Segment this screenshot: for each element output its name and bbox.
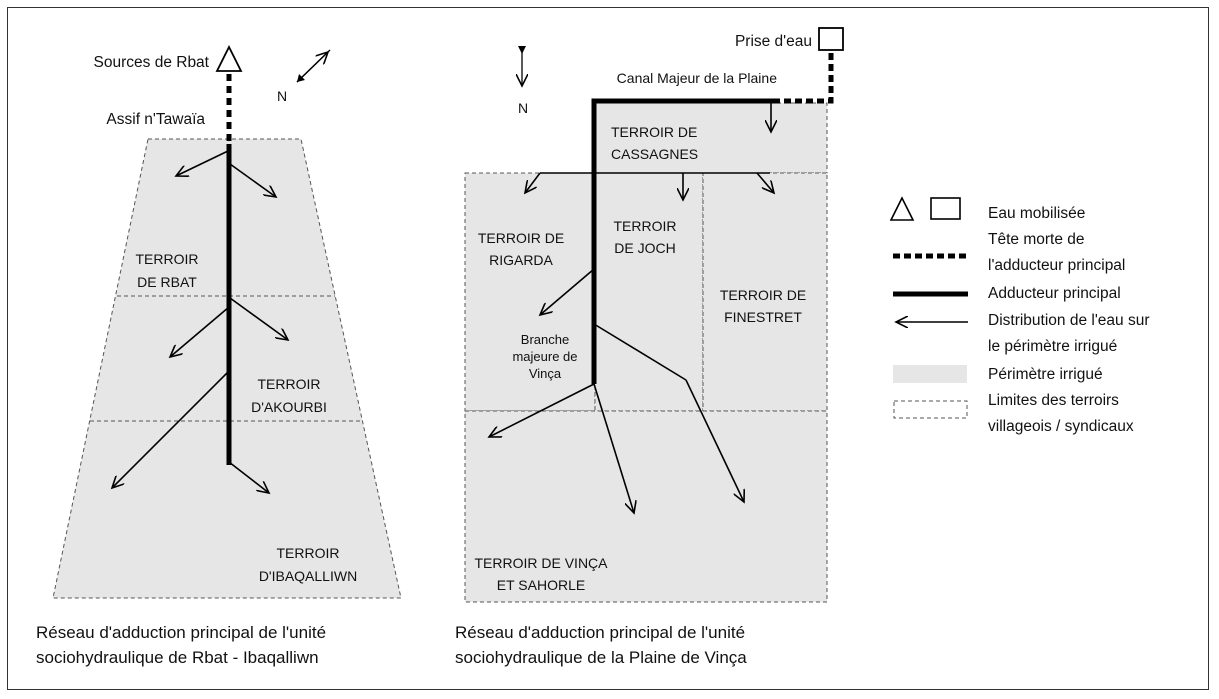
branch-label-line3: Vinça xyxy=(529,366,562,381)
right-caption-line2: sociohydraulique de la Plaine de Vinça xyxy=(455,648,747,667)
right-map: Prise d'eau Canal Majeur de la Plaine N … xyxy=(455,27,844,667)
dashed-box-icon xyxy=(893,400,968,419)
legend-label: Adducteur principal xyxy=(988,285,1121,302)
legend-item-water: Eau mobilisée xyxy=(889,196,1085,222)
terroir-vinca-line2: ET SAHORLE xyxy=(497,577,585,593)
legend-item-irrigated: Périmètre irrigué xyxy=(893,365,1103,383)
distribution-arrows xyxy=(112,150,288,493)
source-triangle-icon xyxy=(215,44,243,72)
legend-label: le périmètre irrigué xyxy=(988,338,1117,355)
legend-label: Eau mobilisée xyxy=(988,205,1085,222)
source-label: Sources de Rbat xyxy=(94,54,210,71)
terroir-rigarda xyxy=(464,172,596,412)
intake-square-icon xyxy=(818,27,844,51)
terroir-cassagnes-line2: CASSAGNES xyxy=(611,146,698,162)
terroir-vinca-sahorle xyxy=(464,410,828,603)
north-arrow-icon xyxy=(296,49,331,83)
distribution-arrows xyxy=(489,102,774,513)
terroir-joch-line1: TERROIR xyxy=(614,218,677,234)
terroir-cassagnes-line1: TERROIR DE xyxy=(611,124,697,140)
terroir-ibaqalliwn-line2: D'IBAQALLIWN xyxy=(259,568,357,584)
legend-item-head-race: Tête morte de l'adducteur principal xyxy=(893,231,1125,274)
legend-label: Distribution de l'eau sur xyxy=(988,312,1150,329)
terroir-rbat-line2: DE RBAT xyxy=(137,274,197,290)
terroir-finestret-line2: FINESTRET xyxy=(724,309,802,325)
legend: Eau mobilisée Tête morte de l'adducteur … xyxy=(889,196,1150,435)
triangle-icon xyxy=(889,196,915,221)
terroir-joch-line2: DE JOCH xyxy=(614,240,675,256)
river-label: Assif n'Tawaïa xyxy=(106,111,205,128)
north-label: N xyxy=(518,100,528,116)
legend-label: villageois / syndicaux xyxy=(988,418,1134,435)
terroir-ibaqalliwn-line1: TERROIR xyxy=(277,545,340,561)
canal-label: Canal Majeur de la Plaine xyxy=(617,70,778,86)
terroir-joch xyxy=(594,172,704,412)
legend-item-main: Adducteur principal xyxy=(893,285,1121,302)
terroir-vinca-line1: TERROIR DE VINÇA xyxy=(474,555,608,571)
legend-label: Périmètre irrigué xyxy=(988,366,1103,383)
legend-item-distribution: Distribution de l'eau sur le périmètre i… xyxy=(896,312,1150,355)
branch-label-line1: Branche xyxy=(521,332,569,347)
north-arrow-icon xyxy=(518,46,526,86)
terroir-akourbi-line1: TERROIR xyxy=(258,376,321,392)
left-map: Sources de Rbat Assif n'Tawaïa N TERROIR… xyxy=(36,44,402,667)
square-icon xyxy=(930,197,961,220)
head-race-dashed xyxy=(780,53,834,104)
branch-label-line2: majeure de xyxy=(512,349,577,364)
terroir-rbat-line1: TERROIR xyxy=(136,251,199,267)
legend-label: Tête morte de xyxy=(988,231,1085,248)
left-caption-line1: Réseau d'adduction principal de l'unité xyxy=(36,623,326,642)
north-label: N xyxy=(277,88,287,104)
terroir-cassagnes xyxy=(594,102,828,174)
terroir-finestret-line1: TERROIR DE xyxy=(720,287,806,303)
legend-label: l'adducteur principal xyxy=(988,257,1125,274)
terroir-rigarda-line2: RIGARDA xyxy=(489,252,553,268)
terroir-akourbi-line2: D'AKOURBI xyxy=(251,399,327,415)
terroir-rigarda-line1: TERROIR DE xyxy=(478,230,564,246)
grey-box-icon xyxy=(893,365,967,383)
legend-label: Limites des terroirs xyxy=(988,392,1119,409)
left-caption-line2: sociohydraulique de Rbat - Ibaqalliwn xyxy=(36,648,319,667)
legend-item-boundaries: Limites des terroirs villageois / syndic… xyxy=(893,392,1134,435)
intake-label: Prise d'eau xyxy=(735,33,812,50)
right-caption-line1: Réseau d'adduction principal de l'unité xyxy=(455,623,745,642)
main-adductor xyxy=(591,98,780,384)
